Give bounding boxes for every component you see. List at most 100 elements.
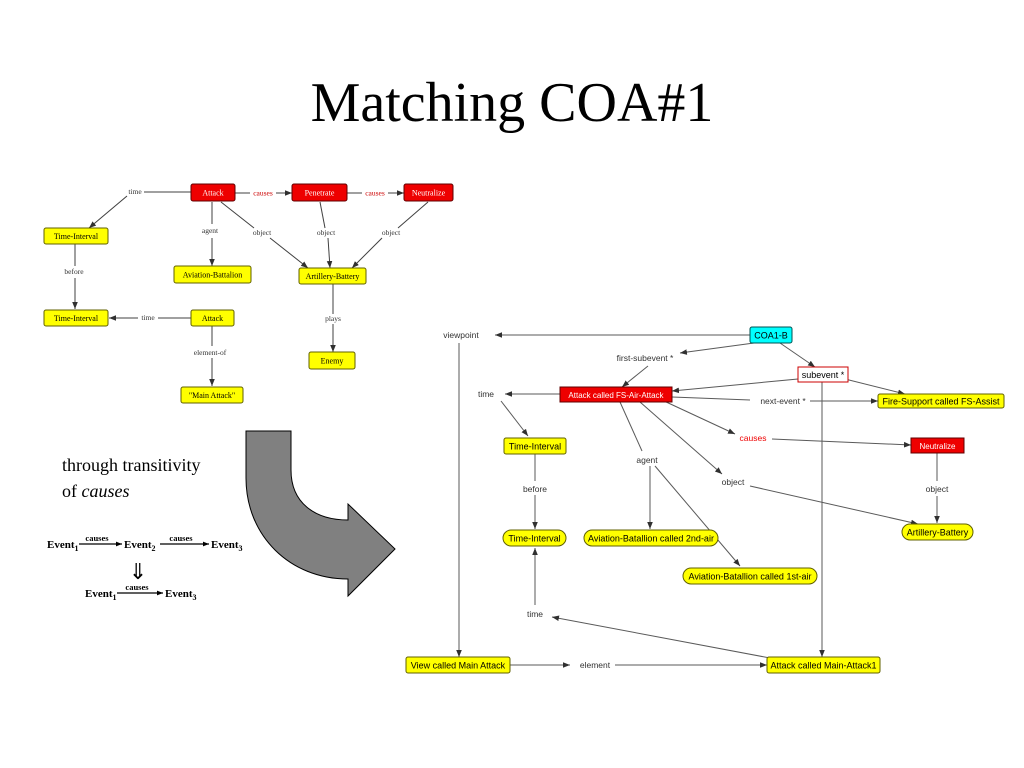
edge-label-object: object <box>926 484 949 494</box>
slide-title: Matching COA#1 <box>310 72 714 134</box>
edge-label-viewpoint: viewpoint <box>443 330 479 340</box>
event-3-label: Event3 <box>165 588 197 602</box>
left-node-main-attack[interactable]: "Main Attack" <box>180 386 244 404</box>
node-label: Neutralize <box>412 189 446 198</box>
node-label: Aviation-Batallion called 2nd-air <box>588 534 714 544</box>
transitivity-prefix: of <box>62 481 82 501</box>
edge-line <box>88 195 128 229</box>
causes-label: causes <box>169 533 193 543</box>
edge-line <box>619 401 643 452</box>
left-node-penetrate[interactable]: Penetrate <box>291 183 348 202</box>
edge-label-plays: plays <box>325 314 341 323</box>
edge-line <box>500 400 529 437</box>
transitivity-line-2: of causes <box>62 478 201 504</box>
edge-line <box>671 378 799 394</box>
edge-label-object: object <box>253 228 272 237</box>
edge-label-causes: causes <box>253 189 273 198</box>
left-node-time-interval-2[interactable]: Time-Interval <box>43 309 109 327</box>
edge-label-first-subevent: first-subevent * <box>617 353 674 363</box>
left-graph <box>72 190 429 386</box>
node-label: Aviation-Battalion <box>183 271 242 280</box>
right-node-aviation-1st[interactable]: Aviation-Batallion called 1st-air <box>682 567 818 585</box>
edge-label-time: time <box>478 389 494 399</box>
edge-label-causes: causes <box>740 433 767 443</box>
edge-label-object: object <box>317 228 336 237</box>
node-label: Time-Interval <box>508 534 560 544</box>
edge-line <box>663 400 736 435</box>
edge-label-time: time <box>527 609 543 619</box>
causes-label: causes <box>125 582 149 592</box>
edge-label-object: object <box>382 228 401 237</box>
event-1-label: Event1 <box>47 539 79 553</box>
edge-line <box>779 342 816 368</box>
edge-line <box>844 378 906 396</box>
edge-line <box>679 342 755 355</box>
node-label: Neutralize <box>919 442 956 451</box>
node-label: Aviation-Batallion called 1st-air <box>689 572 812 582</box>
edge-label-before: before <box>523 484 547 494</box>
edge-label-time: time <box>128 187 142 196</box>
event-2-label: Event2 <box>124 539 156 553</box>
causes-label: causes <box>85 533 109 543</box>
node-label: COA1-B <box>754 331 788 341</box>
left-node-enemy[interactable]: Enemy <box>308 351 356 370</box>
node-label: Penetrate <box>305 189 335 198</box>
implies-symbol: ⇓ <box>129 559 147 584</box>
left-node-neutralize[interactable]: Neutralize <box>403 183 454 202</box>
transitivity-note: through transitivity of causes <box>62 452 201 504</box>
node-label: subevent * <box>802 370 845 380</box>
left-node-attack[interactable]: Attack <box>190 183 236 202</box>
right-node-artillery-battery[interactable]: Artillery-Battery <box>901 523 974 541</box>
right-node-fire-support[interactable]: Fire-Support called FS-Assist <box>877 393 1005 409</box>
right-graph-nodes: COA1-B subevent * Attack called FS-Air-A… <box>405 326 1005 674</box>
edge-label-causes: causes <box>365 189 385 198</box>
right-node-neutralize[interactable]: Neutralize <box>910 437 965 454</box>
edge-line <box>351 237 383 269</box>
node-label: Attack called FS-Air-Attack <box>568 391 664 400</box>
node-label: Time-Interval <box>54 314 99 323</box>
edge-line <box>326 237 333 269</box>
edge-label-object: object <box>722 477 745 487</box>
left-node-artillery-battery[interactable]: Artillery-Battery <box>298 267 367 285</box>
node-label: "Main Attack" <box>189 391 235 400</box>
edge-label-element-of: element-of <box>194 348 227 357</box>
node-label: Attack called Main-Attack1 <box>770 661 876 671</box>
node-label: Time-Interval <box>509 442 561 452</box>
node-label: Attack <box>202 314 223 323</box>
edge-line <box>654 465 741 567</box>
edge-line <box>269 237 309 269</box>
edge-label-agent: agent <box>636 455 658 465</box>
left-node-aviation-battalion[interactable]: Aviation-Battalion <box>173 265 252 284</box>
node-label: Artillery-Battery <box>306 272 360 281</box>
left-node-time-interval-1[interactable]: Time-Interval <box>43 227 109 245</box>
big-curved-arrow <box>245 430 396 598</box>
node-label: Artillery-Battery <box>907 528 969 538</box>
event-3-label: Event3 <box>211 539 243 553</box>
event-1-label: Event1 <box>85 588 117 602</box>
right-node-attack-fs-air[interactable]: Attack called FS-Air-Attack <box>559 386 673 403</box>
left-graph-edge-labels: time causes causes agent object object o… <box>64 187 401 357</box>
left-graph-nodes: Attack Penetrate Neutralize Time-Interva… <box>43 183 454 404</box>
right-node-coa1-b[interactable]: COA1-B <box>749 326 793 344</box>
edge-line <box>771 438 912 448</box>
transitivity-causes-word: causes <box>81 481 130 501</box>
edge-line <box>749 485 919 526</box>
left-node-attack-2[interactable]: Attack <box>190 309 235 327</box>
right-node-time-interval-a[interactable]: Time-Interval <box>503 437 567 455</box>
transitivity-diagram: Event1 Event2 Event3 Event1 Event3 cause… <box>47 533 243 602</box>
edge-label-before: before <box>64 267 84 276</box>
right-graph-edges <box>456 332 940 668</box>
right-node-aviation-2nd[interactable]: Aviation-Batallion called 2nd-air <box>583 529 719 547</box>
edge-label-agent: agent <box>202 226 219 235</box>
right-node-view-main-attack[interactable]: View called Main Attack <box>405 656 511 674</box>
edge-line <box>621 365 649 388</box>
edge-label-time: time <box>141 313 155 322</box>
right-node-time-interval-b[interactable]: Time-Interval <box>502 529 567 547</box>
right-node-subevent-star[interactable]: subevent * <box>797 366 849 383</box>
edge-line <box>220 201 255 229</box>
node-label: Time-Interval <box>54 232 99 241</box>
edge-line <box>671 396 751 401</box>
node-label: Fire-Support called FS-Assist <box>882 397 1000 407</box>
right-node-attack-main-attack1[interactable]: Attack called Main-Attack1 <box>766 656 881 674</box>
